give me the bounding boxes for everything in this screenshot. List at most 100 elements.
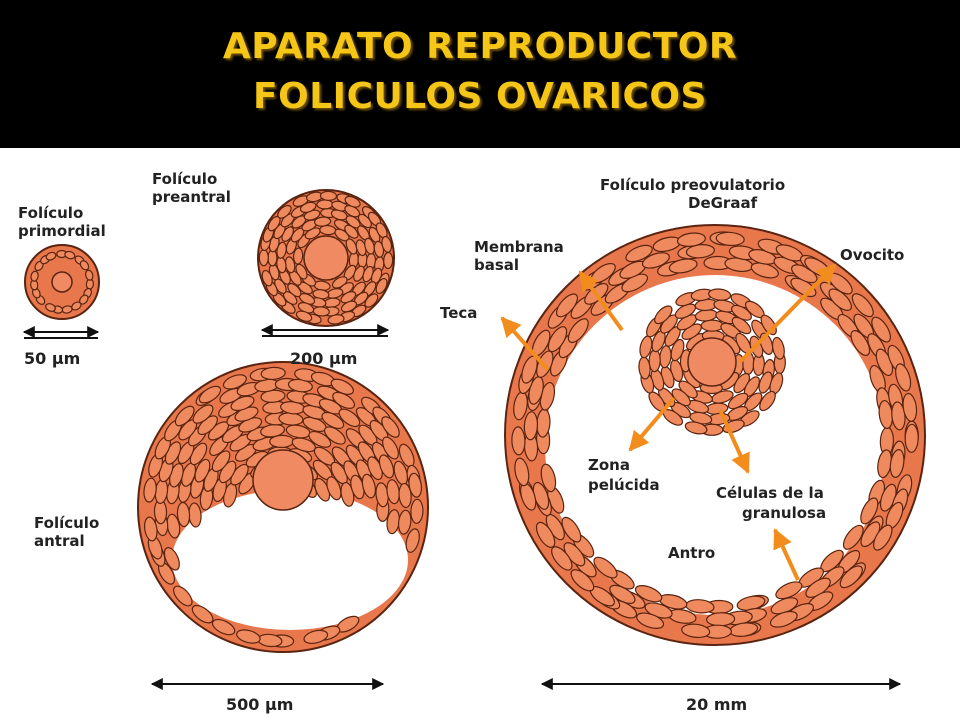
follicle-cell bbox=[327, 314, 345, 325]
label-antral-1: Folículo bbox=[34, 514, 99, 532]
label-celulas-1: Células de la bbox=[716, 484, 824, 502]
follicle-cell bbox=[314, 216, 332, 227]
follicle-cell bbox=[308, 430, 332, 448]
follicle-cell bbox=[211, 450, 231, 473]
follicle-cell bbox=[654, 305, 673, 325]
follicle-cell bbox=[211, 618, 236, 636]
follicle-cell bbox=[345, 238, 358, 255]
follicle-cell bbox=[192, 404, 214, 424]
follicle-cell bbox=[514, 457, 530, 487]
follicle-cell bbox=[731, 316, 752, 335]
arrow-antro bbox=[773, 528, 800, 581]
arrow-teca bbox=[500, 316, 550, 372]
follicle-cell bbox=[375, 277, 388, 295]
follicle-cell bbox=[364, 237, 375, 255]
title-banner: APARATO REPRODUCTOR FOLICULOS OVARICOS bbox=[0, 0, 960, 148]
follicle-cell bbox=[84, 269, 94, 281]
follicle-cell bbox=[540, 463, 557, 493]
label-antro: Antro bbox=[668, 544, 715, 562]
follicle-cell bbox=[344, 195, 361, 208]
arrow-ovocito bbox=[738, 263, 837, 364]
pointer-arrows bbox=[500, 263, 837, 581]
follicle-cell bbox=[163, 547, 180, 571]
follicle-cell bbox=[276, 241, 287, 259]
scale-bar-antral: 500 µm bbox=[150, 678, 385, 714]
follicle-cell bbox=[191, 604, 214, 624]
follicle-cell bbox=[636, 612, 665, 629]
antral-cavity bbox=[172, 490, 408, 630]
follicle-cell bbox=[79, 260, 90, 271]
label-teca: Teca bbox=[440, 304, 477, 322]
arrow-membrana-basal bbox=[578, 270, 624, 332]
label-preantral-2: preantral bbox=[152, 188, 231, 206]
follicle-cell bbox=[236, 629, 261, 644]
follicle-cell bbox=[727, 392, 749, 410]
oocyte bbox=[51, 271, 73, 293]
follicle-cell bbox=[340, 300, 358, 313]
follicle-cell bbox=[561, 516, 582, 543]
follicle-cell bbox=[551, 546, 573, 571]
follicle-cell bbox=[555, 293, 579, 318]
follicle-cell bbox=[715, 231, 745, 247]
scale-bar-degraaf: 20 mm bbox=[540, 678, 902, 714]
follicle-cell bbox=[303, 629, 329, 645]
follicle-cell bbox=[326, 476, 342, 501]
follicle-cell bbox=[222, 374, 247, 390]
follicle-cell bbox=[708, 288, 732, 301]
label-degraaf-2: DeGraaf bbox=[688, 194, 758, 212]
scale-label-antral: 500 µm bbox=[226, 695, 293, 714]
follicle-cell bbox=[260, 366, 286, 381]
follicle-cell bbox=[641, 252, 670, 269]
follicle-diagram: 50 µm 200 µm 500 µm 20 mm Folículo primo… bbox=[18, 170, 926, 714]
follicle-cell bbox=[625, 244, 653, 263]
follicle-cell bbox=[902, 392, 918, 422]
follicle-cell bbox=[759, 390, 776, 412]
follicle-cell bbox=[261, 269, 273, 287]
follicle-cell bbox=[45, 251, 57, 261]
follicle-cell bbox=[535, 521, 556, 548]
scale-bar-preantral: 200 µm bbox=[260, 324, 390, 368]
label-celulas-2: granulosa bbox=[742, 504, 826, 522]
follicle-cell bbox=[769, 610, 798, 628]
follicle-cell bbox=[143, 477, 157, 503]
scale-label-primordial: 50 µm bbox=[24, 349, 80, 368]
follicle-cell bbox=[547, 326, 568, 353]
follicle-cell bbox=[295, 310, 313, 322]
follicle-cell bbox=[523, 411, 539, 441]
antral-follicle bbox=[137, 361, 429, 653]
follicle-cell bbox=[889, 449, 905, 478]
follicle-cell bbox=[684, 421, 708, 435]
follicle-cell bbox=[323, 426, 346, 445]
follicle-cell bbox=[405, 528, 420, 553]
follicle-cell bbox=[842, 524, 864, 550]
follicle-cell bbox=[676, 232, 706, 247]
follicle-cell bbox=[609, 584, 636, 604]
follicle-cell bbox=[895, 363, 912, 392]
follicle-cell bbox=[668, 258, 698, 274]
title-line-1: APARATO REPRODUCTOR bbox=[222, 26, 738, 67]
follicle-cell bbox=[45, 303, 56, 312]
follicle-cell bbox=[143, 516, 158, 542]
follicle-cell bbox=[277, 204, 292, 219]
follicle-cell bbox=[828, 288, 852, 311]
follicle-cell bbox=[382, 436, 399, 460]
follicle-cell bbox=[383, 251, 394, 270]
follicle-cell bbox=[173, 585, 193, 607]
follicle-cell bbox=[381, 235, 393, 253]
antrum-cavity bbox=[545, 275, 885, 615]
label-antral-2: antral bbox=[34, 532, 85, 550]
arrow-celulas-granulosa bbox=[718, 409, 750, 474]
follicle-cell bbox=[771, 336, 785, 360]
follicle-cell bbox=[410, 498, 424, 524]
follicle-cell bbox=[671, 388, 691, 407]
follicle-cell bbox=[706, 612, 736, 627]
follicle-cell bbox=[851, 293, 874, 318]
follicle-cell bbox=[338, 408, 361, 428]
scale-bar-primordial: 50 µm bbox=[22, 326, 100, 368]
follicle-cell bbox=[775, 581, 803, 600]
follicle-cell bbox=[378, 454, 395, 479]
label-degraaf-1: Folículo preovulatorio bbox=[600, 176, 785, 194]
follicle-cell bbox=[292, 247, 304, 265]
follicle-cell bbox=[364, 293, 379, 308]
follicle-cell bbox=[408, 472, 423, 498]
